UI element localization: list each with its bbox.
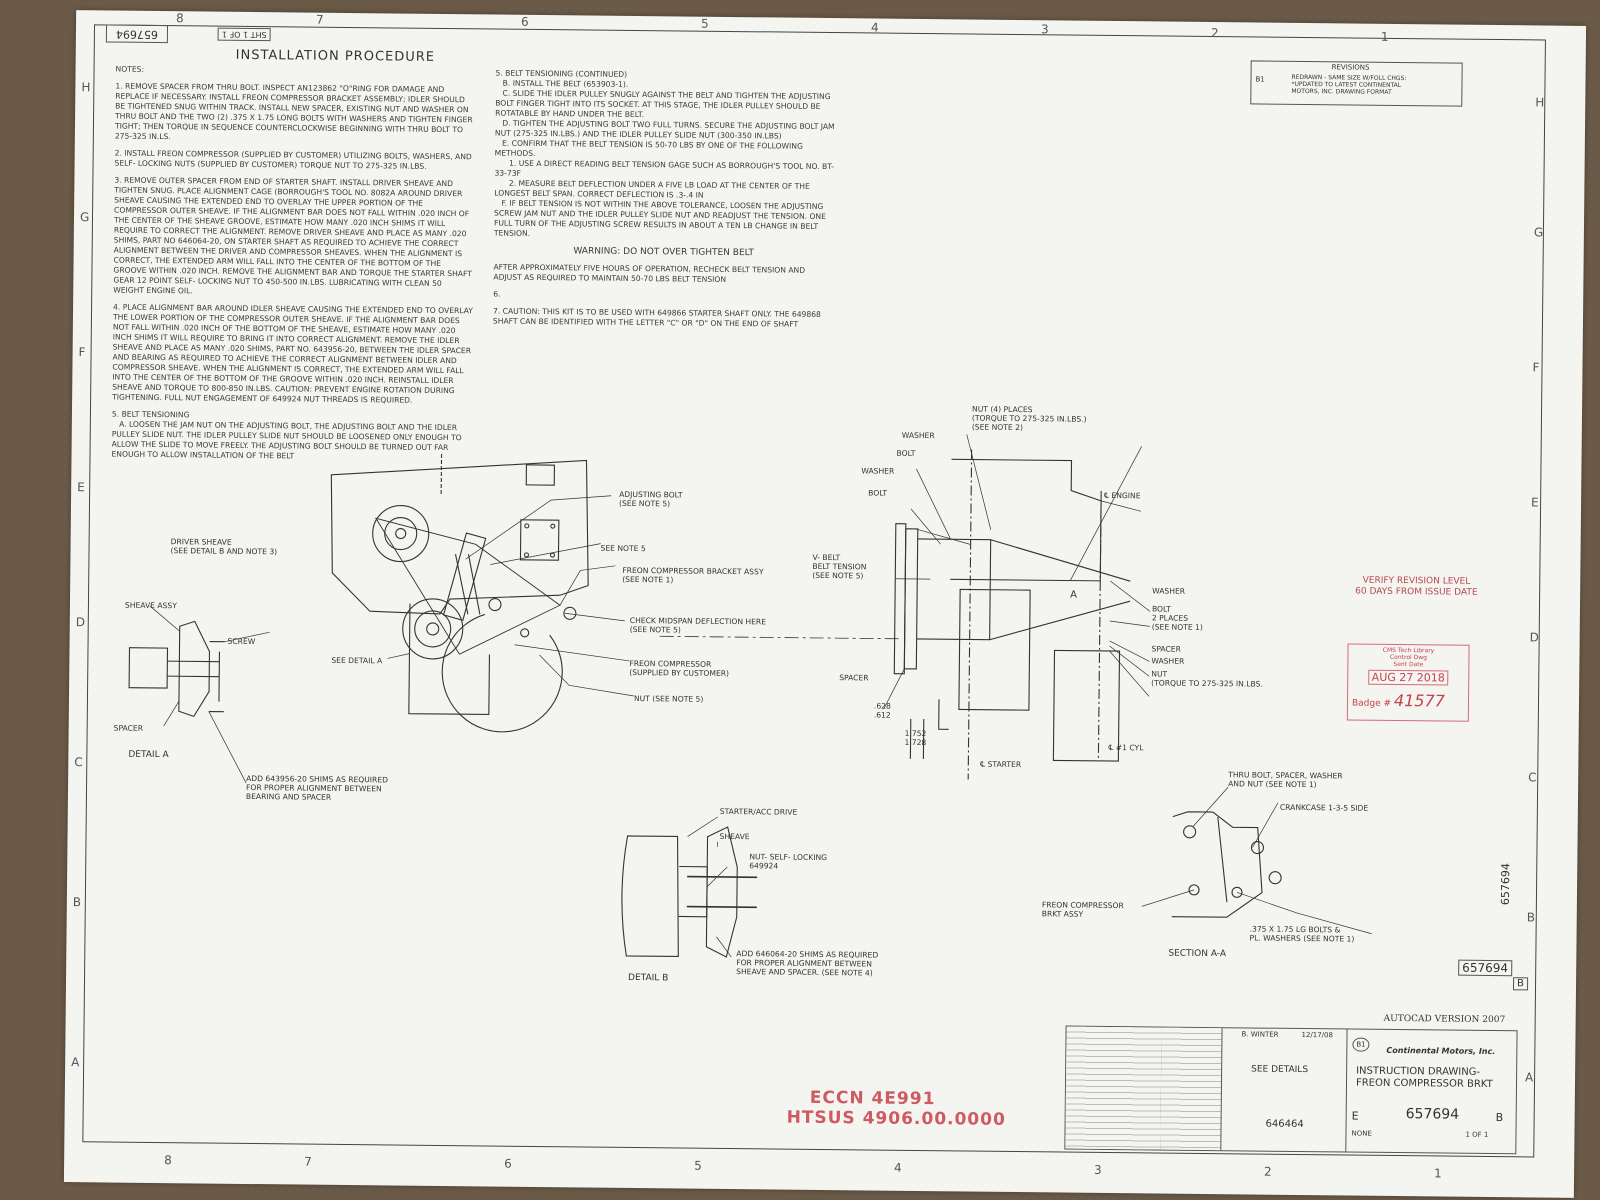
label-nut-4-places: NUT (4) PLACES (TORQUE TO 275-325 IN.LBS… xyxy=(971,404,1087,433)
label-nut-note5: NUT (SEE NOTE 5) xyxy=(633,694,704,704)
label-spacer-3: SPACER xyxy=(839,673,869,683)
revision-circle: B1 xyxy=(1352,1037,1370,1052)
drawing-size: E xyxy=(1351,1109,1359,1123)
label-spacer: SPACER xyxy=(113,723,144,733)
label-detail-b: DETAIL B xyxy=(628,972,669,984)
label-engine-cl: ℄ ENGINE xyxy=(1104,490,1141,501)
label-bolt-2-places: BOLT 2 PLACES (SEE NOTE 1) xyxy=(1151,604,1203,632)
label-spacer-2: SPACER xyxy=(1151,644,1181,654)
label-thru-bolt: THRU BOLT, SPACER, WASHER AND NUT (SEE N… xyxy=(1228,770,1343,790)
title-block-main: B1 Continental Motors, Inc. INSTRUCTION … xyxy=(1345,1029,1516,1153)
label-nut-torque: NUT (TORQUE TO 275-325 IN.LBS. xyxy=(1151,669,1263,689)
htsus-stamp: HTSUS 4906.00.0000 xyxy=(786,1107,1006,1130)
control-stamp: CMS Tech Library Control Dwg Sent Date A… xyxy=(1346,643,1470,722)
label-washer-1: WASHER xyxy=(901,430,935,441)
title-block-fine-print xyxy=(1065,1026,1163,1150)
label-starter-acc-drive: STARTER/ACC DRIVE xyxy=(719,806,798,817)
badge-label: Badge # xyxy=(1351,698,1392,709)
autocad-version: AUTOCAD VERSION 2007 xyxy=(1383,1013,1506,1026)
label-dim-628: .628 .612 xyxy=(873,701,891,720)
label-bolt-2: BOLT xyxy=(868,488,888,498)
label-section-aa: SECTION A-A xyxy=(1168,948,1227,960)
technical-drawing xyxy=(128,434,1372,958)
label-freon-brkt-assy: FREON COMPRESSOR BRKT ASSY xyxy=(1041,900,1124,919)
label-add-shims-a: ADD 643956-20 SHIMS AS REQUIRED FOR PROP… xyxy=(245,773,389,802)
eccn-stamp: ECCN 4E991 xyxy=(809,1087,936,1110)
label-cyl-cl: ℄ #1 CYL xyxy=(1108,742,1144,753)
drawn-by: B. WINTER xyxy=(1241,1030,1279,1039)
label-nut-self-locking: NUT- SELF- LOCKING 649924 xyxy=(749,852,828,871)
title-block-notice xyxy=(1160,1027,1223,1151)
label-sheave: SHEAVE xyxy=(719,831,750,842)
label-v-belt: V- BELT BELT TENSION (SEE NOTE 5) xyxy=(812,552,867,581)
drawn-date: 12/17/08 xyxy=(1301,1031,1334,1040)
label-driver-sheave: DRIVER SHEAVE (SEE DETAIL B AND NOTE 3) xyxy=(170,537,278,557)
title-block-material: B. WINTER 12/17/08 SEE DETAILS 646464 xyxy=(1220,1028,1348,1152)
detail-a-view xyxy=(128,620,225,718)
revision-letter: B1 xyxy=(1255,75,1265,84)
drawing-sheet: 8 7 6 5 4 3 2 1 H G F E D C B A H G F E … xyxy=(63,10,1587,1198)
label-bolts-375: .375 X 1.75 LG BOLTS & PL. WASHERS (SEE … xyxy=(1249,924,1355,944)
cms-library-text: CMS Tech Library Control Dwg Sent Date xyxy=(1382,646,1435,669)
label-dim-1752: 1.752 1.728 xyxy=(904,728,927,748)
badge-line: Badge # 41577 xyxy=(1352,691,1468,711)
label-check-midspan: CHECK MIDSPAN DEFLECTION HERE (SEE NOTE … xyxy=(629,615,767,635)
title-block: B. WINTER 12/17/08 SEE DETAILS 646464 B1… xyxy=(1064,1025,1518,1155)
label-bolt-1: BOLT xyxy=(896,448,916,458)
main-assembly-view xyxy=(330,453,589,733)
leader-lines xyxy=(149,434,1372,958)
revision-description: REDRAWN - SAME SIZE W/FOLL CHGS: *UPDATE… xyxy=(1291,73,1407,96)
drawing-rev: B xyxy=(1495,1111,1504,1125)
label-section-marker-a: A xyxy=(1070,589,1078,601)
side-drawing-number: 657694 xyxy=(1458,959,1513,977)
label-freon-compressor: FREON COMPRESSOR (SUPPLIED BY CUSTOMER) xyxy=(629,658,730,678)
received-date: AUG 27 2018 xyxy=(1368,669,1449,686)
label-sheave-assy: SHEAVE ASSY xyxy=(124,600,177,611)
label-freon-bracket: FREON COMPRESSOR BRACKET ASSY (SEE NOTE … xyxy=(622,565,764,585)
label-adjusting-bolt: ADJUSTING BOLT (SEE NOTE 5) xyxy=(618,489,683,509)
revisions-block: REVISIONS B1 REDRAWN - SAME SIZE W/FOLL … xyxy=(1250,60,1463,107)
drawing-sheet: 1 OF 1 xyxy=(1465,1130,1489,1139)
label-see-note-5: SEE NOTE 5 xyxy=(600,543,646,554)
verify-revision-stamp: VERIFY REVISION LEVEL 60 DAYS FROM ISSUE… xyxy=(1355,575,1478,598)
drawing-number: 657694 xyxy=(1405,1106,1460,1123)
drawing-title-2: FREON COMPRESSOR BRKT xyxy=(1355,1077,1493,1091)
side-drawing-rev: B xyxy=(1512,977,1529,991)
revisions-heading: REVISIONS xyxy=(1331,63,1370,72)
part-reference: 646464 xyxy=(1265,1118,1304,1131)
label-washer-4: WASHER xyxy=(1151,656,1185,666)
see-details: SEE DETAILS xyxy=(1251,1064,1309,1076)
detail-b-view xyxy=(621,826,758,958)
label-screw: SCREW xyxy=(227,636,256,647)
label-washer-2: WASHER xyxy=(861,466,895,476)
label-detail-a: DETAIL A xyxy=(128,749,169,761)
label-starter-cl: ℄ STARTER xyxy=(980,759,1022,770)
label-washer-3: WASHER xyxy=(1152,586,1186,596)
company-name: Continental Motors, Inc. xyxy=(1386,1045,1496,1057)
badge-number: 41577 xyxy=(1393,690,1445,711)
section-aa-view xyxy=(1171,811,1282,918)
drawing-scale: NONE xyxy=(1351,1129,1372,1138)
side-drawing-number-vertical: 657694 xyxy=(1498,863,1513,906)
label-crankcase: CRANKCASE 1-3-5 SIDE xyxy=(1279,802,1369,813)
label-add-shims-b: ADD 646064-20 SHIMS AS REQUIRED FOR PROP… xyxy=(736,949,879,978)
label-see-detail-a: SEE DETAIL A xyxy=(331,655,383,666)
side-view xyxy=(659,449,1131,780)
